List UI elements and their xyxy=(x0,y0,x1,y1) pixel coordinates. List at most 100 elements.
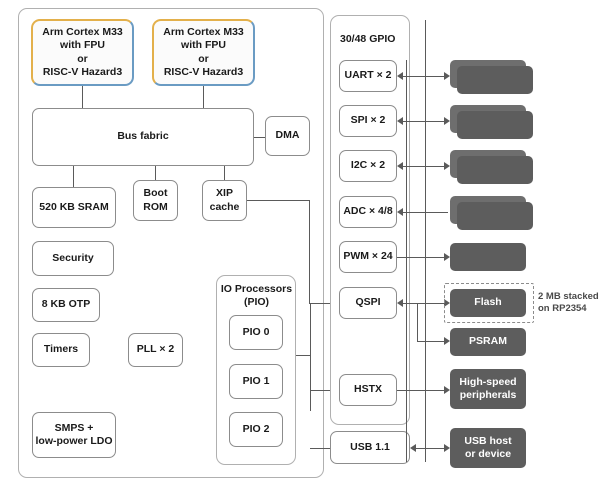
cpu-core-0-line2: with FPU xyxy=(60,39,105,52)
connector-xip-right xyxy=(247,200,309,201)
cpu-core-0-line4: RISC-V Hazard3 xyxy=(42,65,123,78)
flash-note-line2: on RP2354 xyxy=(538,303,587,314)
arrow-line-spi xyxy=(399,121,448,122)
peripheral-qspi[interactable]: QSPI xyxy=(339,287,397,319)
pio-unit-2[interactable]: PIO 2 xyxy=(229,412,283,447)
xip-cache-block[interactable]: XIP cache xyxy=(202,180,247,221)
boot-rom-line1: Boot xyxy=(143,187,168,200)
timers-block[interactable]: Timers xyxy=(32,333,90,367)
pio-title-line2: (PIO) xyxy=(243,296,270,308)
pll-label: PLL × 2 xyxy=(136,343,175,356)
external-block-highspeed-line2: peripherals xyxy=(459,389,517,401)
arrow-head-adc-left xyxy=(397,208,403,216)
smps-ldo-line2: low-power LDO xyxy=(35,435,113,447)
bus-fabric-label: Bus fabric xyxy=(117,130,169,143)
arrow-line-i2c xyxy=(399,166,448,167)
arrow-head-spi-right xyxy=(444,117,450,125)
connector-xip-qspi xyxy=(309,303,334,304)
security-label: Security xyxy=(52,251,94,264)
arrow-line-hstx xyxy=(397,390,448,391)
pio-bus-spine xyxy=(310,303,311,411)
arrow-head-i2c-left xyxy=(397,162,403,170)
bus-fabric[interactable]: Bus fabric xyxy=(32,108,254,166)
arrow-head-hstx-right xyxy=(444,386,450,394)
connector-bus-bootrom xyxy=(155,166,156,187)
peripheral-qspi-label: QSPI xyxy=(355,296,381,309)
arrow-line-pwm xyxy=(397,257,448,258)
external-block-3[interactable] xyxy=(457,202,533,230)
peripheral-hstx-label: HSTX xyxy=(353,383,382,396)
peripheral-uart[interactable]: UART × 2 xyxy=(339,60,397,92)
external-block-usbhost-line2: or device xyxy=(464,448,512,460)
pio-unit-0-label: PIO 0 xyxy=(242,325,270,338)
arrow-head-qspi-left xyxy=(397,299,403,307)
boot-rom-line2: ROM xyxy=(143,200,168,213)
connector-pio-hstx xyxy=(310,390,334,391)
xip-cache-line2: cache xyxy=(209,200,240,213)
sram-label: 520 KB SRAM xyxy=(39,200,109,213)
usb-block[interactable]: USB 1.1 xyxy=(330,431,410,464)
pio-unit-0[interactable]: PIO 0 xyxy=(229,315,283,350)
connector-bus-sram xyxy=(73,166,74,187)
security-block[interactable]: Security xyxy=(32,241,114,276)
xip-cache-line1: XIP xyxy=(216,187,233,200)
external-block-usbhost[interactable]: USB host or device xyxy=(450,428,526,468)
peripheral-adc[interactable]: ADC × 4/8 xyxy=(339,196,397,228)
sram-block[interactable]: 520 KB SRAM xyxy=(32,187,116,228)
connector-core0-bus xyxy=(82,86,83,108)
routing-line-inner xyxy=(406,60,407,462)
boot-rom-block[interactable]: Boot ROM xyxy=(133,180,178,221)
arrow-head-flash-right xyxy=(444,299,450,307)
cpu-core-1-line1: Arm Cortex M33 xyxy=(163,26,244,39)
external-block-0[interactable] xyxy=(457,66,533,94)
timers-label: Timers xyxy=(43,343,79,356)
external-block-4[interactable] xyxy=(450,243,526,271)
pll-block[interactable]: PLL × 2 xyxy=(128,333,183,367)
arrow-head-uart-left xyxy=(397,72,403,80)
connector-bus-xip xyxy=(224,166,225,187)
external-block-highspeed-line1: High-speed xyxy=(459,375,517,388)
arrow-head-pwm-right xyxy=(444,253,450,261)
arrow-head-psram-right xyxy=(444,337,450,345)
arrow-head-uart-right xyxy=(444,72,450,80)
external-block-1[interactable] xyxy=(457,111,533,139)
otp-label: 8 KB OTP xyxy=(41,298,91,311)
dma-label: DMA xyxy=(275,129,300,142)
cpu-core-1-line3: or xyxy=(198,52,209,65)
arrow-line-adc xyxy=(399,212,448,213)
cpu-core-0-line3: or xyxy=(77,52,88,65)
otp-block[interactable]: 8 KB OTP xyxy=(32,288,100,322)
arrow-head-i2c-right xyxy=(444,162,450,170)
peripheral-pwm-label: PWM × 24 xyxy=(343,250,393,263)
peripheral-hstx[interactable]: HSTX xyxy=(339,374,397,406)
peripheral-spi[interactable]: SPI × 2 xyxy=(339,105,397,137)
arrow-line-qspi-psram xyxy=(417,341,448,342)
cpu-core-0[interactable]: Arm Cortex M33 with FPU or RISC-V Hazard… xyxy=(31,19,134,86)
pio-unit-1-label: PIO 1 xyxy=(242,374,270,387)
external-block-psram[interactable]: PSRAM xyxy=(450,328,526,356)
cpu-core-1-line4: RISC-V Hazard3 xyxy=(163,65,244,78)
cpu-core-1[interactable]: Arm Cortex M33 with FPU or RISC-V Hazard… xyxy=(152,19,255,86)
pio-unit-1[interactable]: PIO 1 xyxy=(229,364,283,399)
routing-line-outer xyxy=(425,20,426,462)
arrow-line-qspi-psram-vert xyxy=(417,303,418,341)
external-block-flash-label: Flash xyxy=(474,296,502,309)
peripheral-i2c-label: I2C × 2 xyxy=(350,159,386,172)
smps-ldo-block[interactable]: SMPS + low-power LDO xyxy=(32,412,116,458)
external-block-2[interactable] xyxy=(457,156,533,184)
peripheral-pwm[interactable]: PWM × 24 xyxy=(339,241,397,273)
arrow-head-spi-left xyxy=(397,117,403,125)
pio-unit-2-label: PIO 2 xyxy=(242,422,270,435)
pio-title-line1: IO Processors xyxy=(220,283,293,295)
external-block-flash[interactable]: Flash xyxy=(450,289,526,317)
external-block-highspeed[interactable]: High-speed peripherals xyxy=(450,369,526,409)
connector-bus-dma xyxy=(254,137,265,138)
peripheral-i2c[interactable]: I2C × 2 xyxy=(339,150,397,182)
flash-annotation-outline xyxy=(444,283,534,323)
connector-pio-usb xyxy=(310,448,334,449)
peripheral-adc-label: ADC × 4/8 xyxy=(343,205,393,218)
connector-xip-down xyxy=(309,200,310,303)
dma-block[interactable]: DMA xyxy=(265,116,310,156)
gpio-title: 30/48 GPIO xyxy=(340,33,396,45)
